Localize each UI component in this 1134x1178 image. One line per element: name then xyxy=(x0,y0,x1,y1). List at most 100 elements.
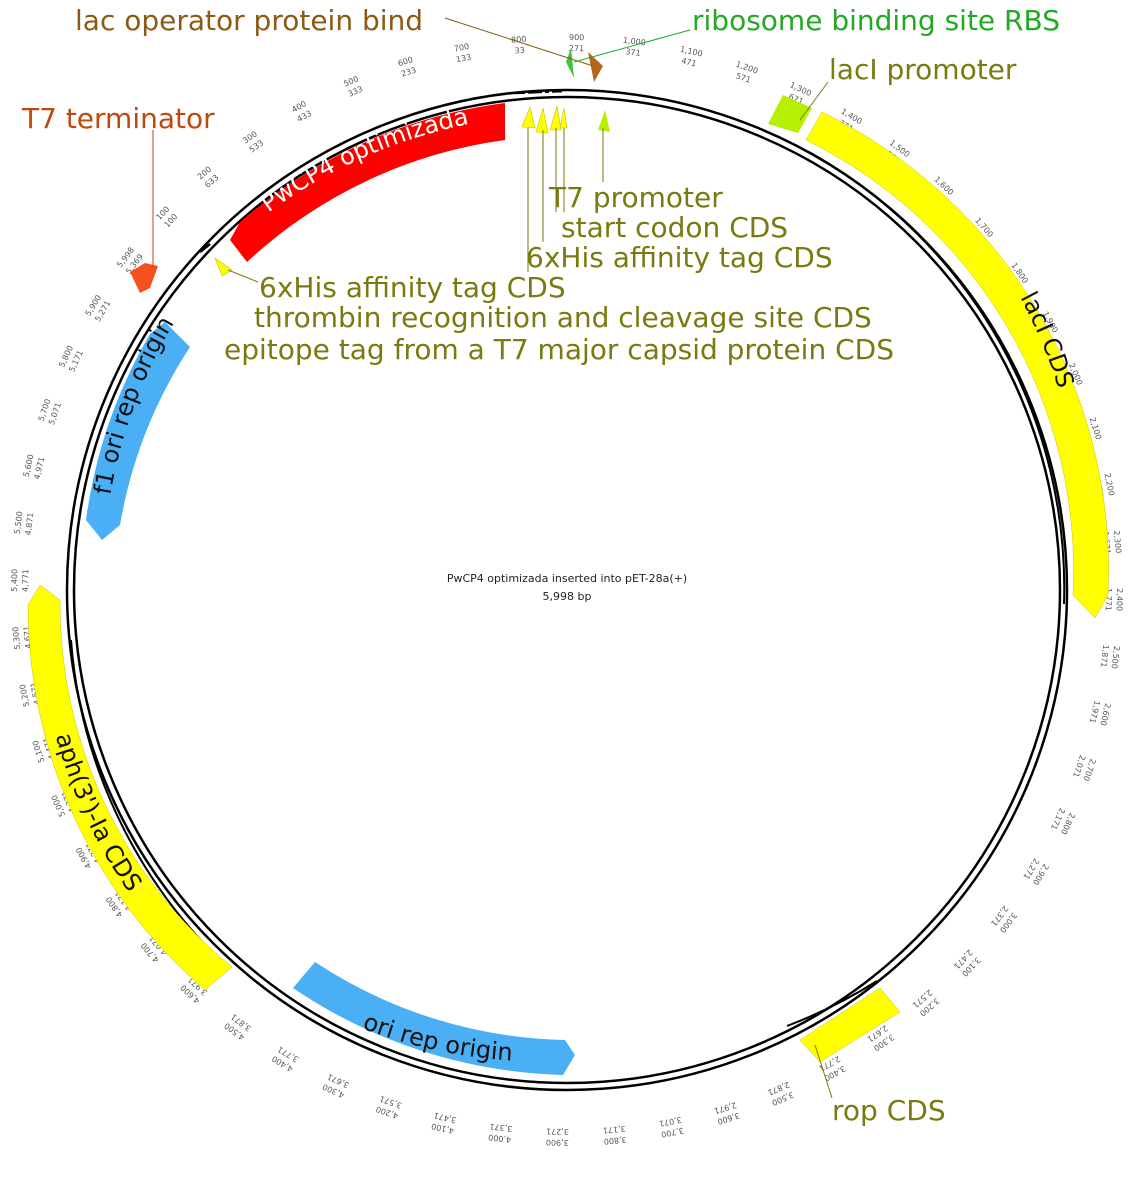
tick-label-secondary: 471 xyxy=(680,56,697,68)
feature-laci-arrow[interactable] xyxy=(805,111,1109,619)
tick-label-secondary: 133 xyxy=(455,53,472,65)
leader-his-tag-2 xyxy=(227,269,259,283)
tick-label-primary: 2,500 xyxy=(1110,645,1122,669)
tick-label-secondary: 271 xyxy=(569,44,584,53)
label-his-tag-1: 6xHis affinity tag CDS xyxy=(526,241,833,274)
tick-label-secondary: 3,271 xyxy=(546,1127,569,1136)
feature-his-tag-2[interactable] xyxy=(214,257,233,277)
tick-label-secondary: 3,171 xyxy=(602,1124,626,1135)
feature-ori-label: ori rep origin xyxy=(360,1008,514,1067)
feature-ori-arrow[interactable] xyxy=(293,962,575,1075)
feature-pwcp4-label: PwCP4 optimizada xyxy=(255,102,470,217)
feature-f1-ori-arrow[interactable] xyxy=(86,322,190,540)
coverage-bar-laci xyxy=(808,151,1066,605)
feature-aph-arrow[interactable] xyxy=(27,584,233,991)
tick-label-primary: 1,000 xyxy=(622,36,646,48)
label-start-codon: start codon CDS xyxy=(561,211,788,244)
tick-label-primary: 5,200 xyxy=(18,683,31,707)
feature-start-codon[interactable] xyxy=(559,107,568,129)
label-laci-promoter: lacI promoter xyxy=(829,53,1017,86)
label-t7-terminator: T7 terminator xyxy=(21,102,215,135)
tick-label-secondary: 371 xyxy=(625,47,641,58)
tick-label-primary: 3,900 xyxy=(546,1138,569,1147)
coverage-bar-top xyxy=(514,89,566,95)
leader-rop xyxy=(814,1044,833,1099)
label-thrombin: thrombin recognition and cleavage site C… xyxy=(254,301,872,334)
map-length: 5,998 bp xyxy=(543,590,592,603)
feature-his-tag-1[interactable] xyxy=(521,106,536,129)
tick-label-secondary: 4,671 xyxy=(22,625,33,649)
feature-pwcp4-arrow[interactable] xyxy=(230,103,505,262)
backbone-inner xyxy=(72,95,1062,1085)
tick-label-secondary: 4,771 xyxy=(21,569,30,592)
leader-rbs xyxy=(573,29,691,63)
tick-label-primary: 3,800 xyxy=(603,1135,627,1146)
backbone-outer xyxy=(65,88,1069,1092)
feature-laci-promoter[interactable] xyxy=(768,95,812,133)
tick-label-secondary: 4,871 xyxy=(24,512,36,536)
tick-label-secondary: 33 xyxy=(514,46,525,56)
feature-lac-operator[interactable] xyxy=(588,52,603,82)
tick-label-secondary: 1,871 xyxy=(1099,644,1111,668)
tick-label-primary: 5,300 xyxy=(11,626,22,650)
feature-t7-tag[interactable] xyxy=(549,105,562,131)
map-title: PwCP4 optimizada inserted into pET-28a(+… xyxy=(447,572,687,585)
tick-label-secondary: 3,071 xyxy=(658,1115,682,1128)
tick-label: 3,900 3,271 xyxy=(546,1127,569,1147)
leader-lac-operator xyxy=(444,17,594,67)
feature-t7-terminator[interactable] xyxy=(130,263,158,293)
label-t7-epitope: epitope tag from a T7 major capsid prote… xyxy=(224,333,894,366)
feature-rbs[interactable] xyxy=(566,48,574,78)
tick-label-primary: 2,200 xyxy=(1103,472,1116,496)
tick-label-secondary: 1,771 xyxy=(1104,588,1113,611)
feature-t7-promoter[interactable] xyxy=(598,110,610,132)
tick-label-primary: 600 xyxy=(397,55,414,68)
tick-label-secondary: 3,371 xyxy=(489,1122,513,1134)
coverage-bar-aph xyxy=(70,639,221,961)
tick-label-primary: 3,700 xyxy=(660,1126,684,1139)
label-rop: rop CDS xyxy=(832,1094,946,1127)
tick-label-primary: 5,400 xyxy=(10,569,19,592)
label-lac-operator: lac operator protein bind xyxy=(75,4,423,37)
feature-thrombin[interactable] xyxy=(535,107,549,134)
tick-label-secondary: 233 xyxy=(400,66,417,79)
tick-label-primary: 2,400 xyxy=(1115,588,1124,611)
coverage-bar-rop xyxy=(786,980,878,1027)
tick-label-primary: 800 xyxy=(511,34,527,44)
tick-label-primary: 4,000 xyxy=(488,1133,512,1145)
tick-label-primary: 700 xyxy=(453,42,470,54)
